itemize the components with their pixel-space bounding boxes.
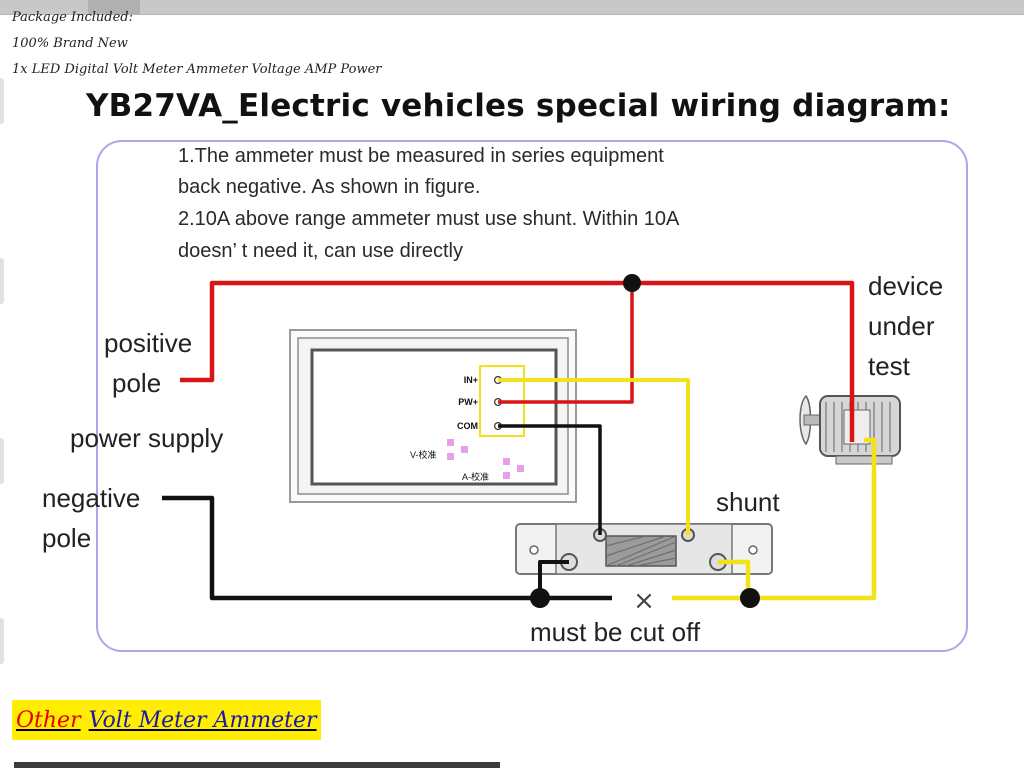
note-line-4: doesn’ t need it, can use directly [178, 240, 463, 262]
device-label-3: test [868, 351, 910, 381]
positive-wire [180, 280, 855, 442]
in-plus-wire [498, 378, 690, 535]
power-supply-label: power supply [70, 423, 224, 453]
v-cal-pad [447, 453, 454, 460]
shunt [515, 523, 773, 575]
note-line-3: 2.10A above range ammeter must use shunt… [178, 208, 680, 230]
meter-label-com: COM [457, 421, 478, 431]
scroll-edge-marker [0, 258, 4, 304]
positive-pole-label-2: pole [112, 368, 162, 398]
meter-label-in-plus: IN+ [464, 375, 478, 385]
package-heading: Package Included: [12, 10, 134, 25]
negative-pole-label: negative [42, 483, 141, 513]
link-word-meters: Volt Meter Ammeter [88, 707, 317, 733]
a-cal-pad [503, 458, 510, 465]
note-line-2: back negative. As shown in figure. [178, 176, 481, 198]
browser-tab[interactable] [88, 0, 140, 14]
device-return-wire [672, 437, 877, 601]
meter-label-a-cal: A-校准 [462, 471, 489, 482]
package-contents-line: 1x LED Digital Volt Meter Ammeter Voltag… [12, 62, 382, 77]
v-cal-pad [461, 446, 468, 453]
next-image-preview [14, 762, 500, 768]
shunt-label: shunt [716, 487, 780, 517]
cut-off-mark: × [633, 586, 655, 616]
positive-junction [623, 274, 641, 292]
a-cal-pad [517, 465, 524, 472]
meter-label-pw-plus: PW+ [458, 397, 478, 407]
shunt-output-wire [718, 559, 751, 598]
link-word-other: Other [16, 707, 81, 733]
diagram-title: YB27VA_Electric vehicles special wiring … [86, 88, 951, 124]
other-meters-link[interactable]: Other Volt Meter Ammeter [12, 700, 321, 740]
brand-new-line: 100% Brand New [12, 36, 128, 51]
note-line-1: 1.The ammeter must be measured in series… [178, 145, 664, 167]
positive-pole-label: positive [104, 328, 193, 358]
shunt-input-wire [538, 560, 569, 598]
v-cal-pad [447, 439, 454, 446]
browser-top-bar [0, 0, 1024, 15]
scroll-edge-marker [0, 438, 4, 484]
a-cal-pad [503, 472, 510, 479]
scroll-edge-marker [0, 618, 4, 664]
meter-panel: IN+ PW+ COM V-校准 A-校准 [289, 329, 577, 503]
com-wire [498, 424, 602, 535]
meter-label-v-cal: V-校准 [410, 449, 437, 460]
negative-pole-label-2: pole [42, 523, 92, 553]
device-label-2: under [868, 311, 935, 341]
device-under-test [799, 394, 901, 465]
meter-power-wire [498, 283, 634, 404]
device-label-1: device [868, 271, 944, 301]
cut-off-label: must be cut off [530, 617, 701, 647]
negative-wire [162, 495, 612, 601]
scroll-edge-marker [0, 78, 4, 124]
negative-junction [530, 588, 550, 608]
return-junction [740, 588, 760, 608]
